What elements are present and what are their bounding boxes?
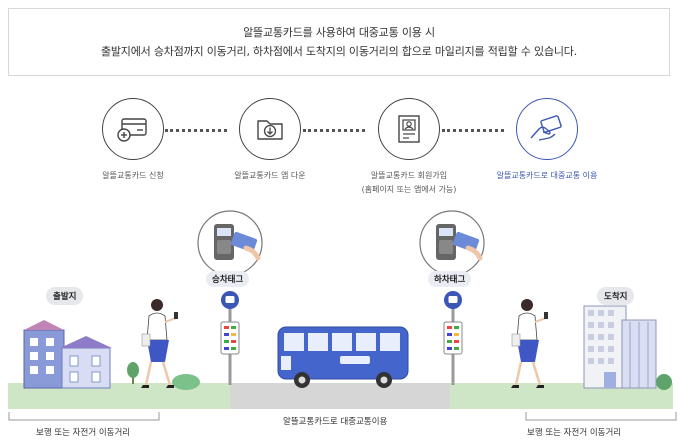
origin-label: 출발지 (46, 287, 84, 305)
bus-stop-pole-right (443, 291, 463, 385)
road (230, 383, 450, 409)
walk-distance-right-label: 보행 또는 자전거 이동거리 (527, 428, 622, 438)
destination-buildings (583, 305, 657, 389)
step-label: 알뜰교통카드 앱 다운 (234, 171, 306, 180)
left-distance-bracket (8, 412, 160, 421)
tree-left (127, 362, 139, 384)
step-connector (442, 129, 504, 132)
destination-label: 도착지 (597, 287, 635, 305)
step-label: 알뜰교통카드로 대중교통 이용 (496, 171, 598, 180)
boarding-tag-illustration (197, 210, 263, 276)
notice-box: 알뜰교통카드를 사용하여 대중교통 이용 시 출발지에서 승차점까지 이동거리,… (8, 8, 670, 76)
right-distance-bracket (525, 412, 677, 421)
notice-line-2: 출발지에서 승차점까지 이동거리, 하차점에서 도착지의 이동거리의 합으로 마… (100, 45, 578, 58)
bus-illustration (277, 326, 409, 388)
bush-left (172, 374, 200, 390)
step-connector (165, 129, 227, 132)
alighting-tag-illustration (419, 210, 485, 276)
step-sublabel: (홈페이지 또는 앱에서 가능) (361, 185, 457, 194)
card-plus-icon (102, 98, 164, 160)
member-id-icon (378, 98, 440, 160)
step-label: 알뜰교통카드 신청 (102, 171, 164, 180)
step-download-app: 알뜰교통카드 앱 다운 (195, 98, 345, 182)
bush-right (656, 374, 672, 390)
pedestrian-right (511, 299, 548, 388)
walk-distance-left-label: 보행 또는 자전거 이동거리 (36, 428, 131, 438)
bus-stop-pole-left (220, 291, 240, 385)
alighting-tag-label: 하차태그 (428, 271, 472, 287)
step-use-transit: 알뜰교통카드로 대중교통 이용 (472, 98, 622, 182)
step-label: 알뜰교통카드 회원가입 (370, 171, 448, 180)
step-join-member: 알뜰교통카드 회원가입 (홈페이지 또는 앱에서 가능) (334, 98, 484, 196)
boarding-tag-label: 승차태그 (206, 271, 250, 287)
notice-line-1: 알뜰교통카드를 사용하여 대중교통 이용 시 (243, 26, 435, 39)
step-connector (303, 129, 365, 132)
step-apply-card: 알뜰교통카드 신청 (58, 98, 208, 182)
origin-buildings (23, 320, 112, 389)
folder-download-icon (239, 98, 301, 160)
card-hand-icon (516, 98, 578, 160)
pedestrian-left (141, 299, 178, 388)
transit-label: 알뜰교통카드로 대중교통이용 (283, 417, 388, 427)
